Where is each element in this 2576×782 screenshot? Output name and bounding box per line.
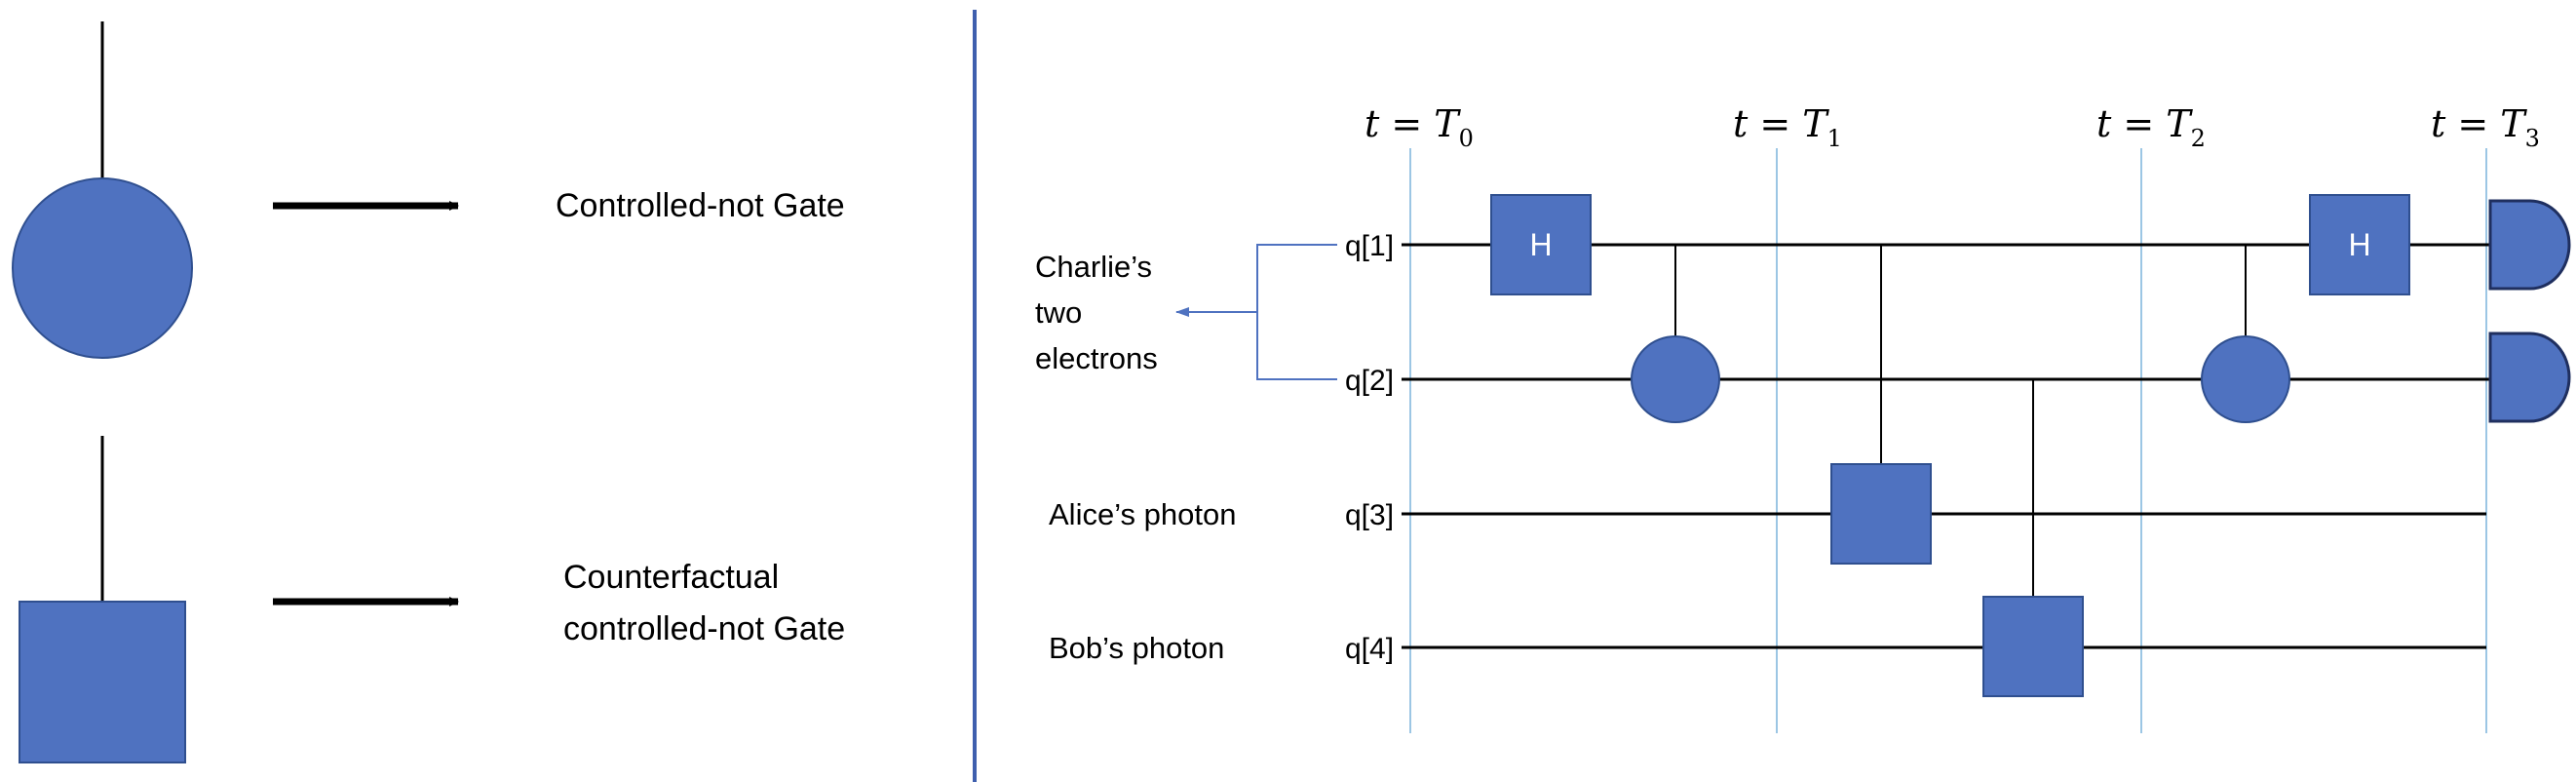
time-label-t2: t = T2 bbox=[2096, 102, 2206, 152]
charlie-label-line3: electrons bbox=[1035, 341, 1158, 375]
legend-cnot-circle bbox=[12, 177, 193, 359]
charlie-label-line2: two bbox=[1035, 295, 1082, 330]
time-label-t1: t = T1 bbox=[1733, 102, 1842, 152]
ccnot-2-target-square bbox=[1982, 596, 2084, 697]
qubit-label-q2: q[2] bbox=[1345, 365, 1394, 397]
hadamard-gate-1 bbox=[1490, 194, 1592, 295]
cnot-1-target-circle bbox=[1631, 335, 1720, 423]
legend-ccnot-square bbox=[19, 601, 186, 763]
electron-group-bracket bbox=[1256, 244, 1337, 380]
time-label-t0: t = T0 bbox=[1365, 102, 1474, 152]
time-label-t3: t = T3 bbox=[2431, 102, 2540, 152]
legend-ccnot-label-line1: Counterfactual bbox=[563, 559, 779, 596]
hadamard-gate-1-label: H bbox=[1529, 227, 1552, 262]
circuit-panel: t = T0 t = T1 t = T2 t = T3 q[1] q[2] q[… bbox=[1035, 102, 2571, 733]
measurement-q2 bbox=[2488, 332, 2571, 423]
legend-panel: Controlled-not Gate Counterfactual contr… bbox=[12, 21, 845, 763]
ccnot-1-target-square bbox=[1830, 463, 1932, 565]
bob-photon-label: Bob’s photon bbox=[1049, 631, 1224, 665]
legend-ccnot-label-line2: controlled-not Gate bbox=[563, 610, 845, 647]
hadamard-gate-2-label: H bbox=[2348, 227, 2370, 262]
alice-photon-label: Alice’s photon bbox=[1049, 497, 1236, 531]
hadamard-gate-2 bbox=[2309, 194, 2410, 295]
measurement-q1 bbox=[2488, 199, 2571, 291]
qubit-label-q3: q[3] bbox=[1345, 499, 1394, 531]
cnot-2-target-circle bbox=[2201, 335, 2290, 423]
qubit-label-q4: q[4] bbox=[1345, 633, 1394, 665]
qubit-label-q1: q[1] bbox=[1345, 230, 1394, 262]
charlie-label-line1: Charlie’s bbox=[1035, 250, 1152, 284]
legend-cnot-label: Controlled-not Gate bbox=[556, 187, 845, 224]
